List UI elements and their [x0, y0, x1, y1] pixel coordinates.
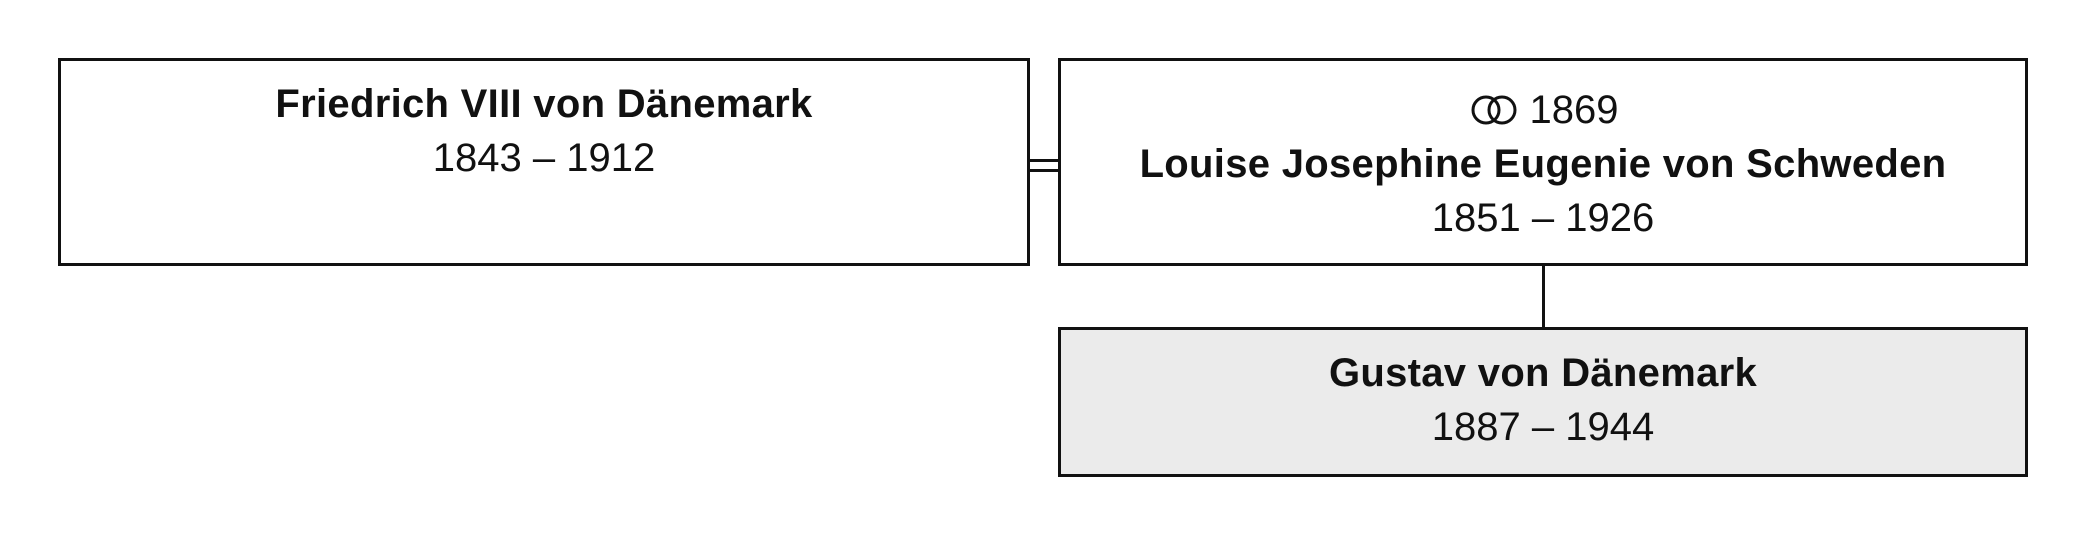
mother-box: 1869 Louise Josephine Eugenie von Schwed… [1058, 58, 2028, 266]
wedding-rings-icon [1471, 95, 1516, 125]
father-box: Friedrich VIII von Dänemark 1843 – 1912 [58, 58, 1030, 266]
child-dates: 1887 – 1944 [1431, 405, 1655, 449]
child-name: Gustav von Dänemark [1328, 351, 1758, 395]
mother-dates: 1851 – 1926 [1431, 196, 1655, 240]
father-dates: 1843 – 1912 [432, 136, 656, 180]
father-name: Friedrich VIII von Dänemark [275, 82, 813, 126]
marriage-info: 1869 [1468, 83, 1619, 137]
marriage-year: 1869 [1529, 88, 1619, 132]
marriage-connector-top [1030, 159, 1058, 162]
mother-name: Louise Josephine Eugenie von Schweden [1139, 142, 1947, 186]
descent-connector [1542, 266, 1545, 328]
marriage-connector-bottom [1030, 169, 1058, 172]
child-box: Gustav von Dänemark 1887 – 1944 [1058, 327, 2028, 477]
